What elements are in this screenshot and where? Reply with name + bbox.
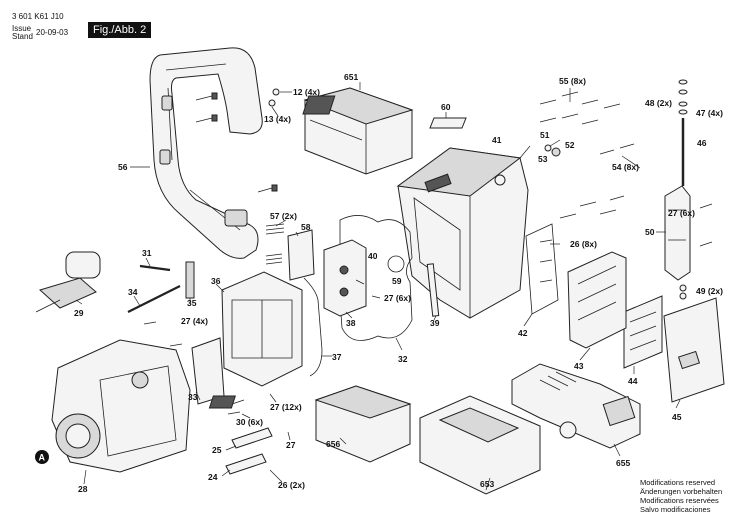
- document-number: 3 601 K61 J10: [12, 12, 64, 21]
- plate-part-44: [623, 295, 663, 369]
- panel-part-43: [567, 251, 627, 349]
- frame-part-36: [221, 271, 303, 387]
- screws-part-55: [539, 91, 621, 125]
- notice-french: Modifications reservées: [640, 496, 719, 505]
- callout-38: 38: [346, 318, 356, 328]
- callout-47: 47 (4x): [696, 108, 723, 118]
- issue-date: 20-09-03: [36, 28, 69, 37]
- callout-54: 54 (8x): [612, 162, 639, 172]
- callout-32: 32: [398, 354, 408, 364]
- callout-26-2x: 26 (2x): [278, 480, 305, 490]
- adapter-part-655: [511, 363, 641, 449]
- callout-655: 655: [616, 458, 630, 468]
- issue-label: Issue: [12, 24, 32, 33]
- callout-50: 50: [645, 227, 655, 237]
- callout-52: 52: [565, 140, 575, 150]
- callout-27-6x-b: 27 (6x): [668, 208, 695, 218]
- battery-part-656: [208, 385, 412, 463]
- battery-part-651: [302, 87, 414, 175]
- notice-english: Modifications reserved: [640, 478, 716, 487]
- rod-part-46: [678, 79, 688, 186]
- callout-37: 37: [332, 352, 342, 362]
- callout-58: 58: [301, 222, 311, 232]
- callout-27-6x-a: 27 (6x): [384, 293, 411, 303]
- callout-56: 56: [118, 162, 128, 172]
- callout-49: 49 (2x): [696, 286, 723, 296]
- callout-27-12x: 27 (12x): [270, 402, 302, 412]
- callout-27-4x: 27 (4x): [181, 316, 208, 326]
- callout-41: 41: [492, 135, 502, 145]
- callout-51: 51: [540, 130, 550, 140]
- housing-part-41: [396, 147, 529, 319]
- callout-44: 44: [628, 376, 638, 386]
- callout-656: 656: [326, 439, 340, 449]
- latch-part-25: [231, 427, 273, 449]
- callout-24: 24: [208, 472, 218, 482]
- part-callouts: 12 (4x) 13 (4x) 651 60 55 (8x) 48 (2x) 4…: [74, 72, 723, 494]
- main-housing-part-28: [51, 339, 191, 473]
- callout-42: 42: [518, 328, 528, 338]
- screws-12-13: [195, 88, 292, 193]
- seal-part-42: [525, 223, 559, 315]
- notice-german: Änderungen vorbehalten: [640, 487, 723, 496]
- callout-25: 25: [212, 445, 222, 455]
- switch-block-part-38: [323, 239, 367, 317]
- callout-55: 55 (8x): [559, 76, 586, 86]
- strip-part-39: [426, 263, 440, 317]
- callout-43: 43: [574, 361, 584, 371]
- reference-marker-label: A: [39, 453, 46, 463]
- modification-notice: Modifications reserved Änderungen vorbeh…: [640, 478, 748, 514]
- callout-60: 60: [441, 102, 451, 112]
- callout-29: 29: [74, 308, 84, 318]
- callout-48: 48 (2x): [645, 98, 672, 108]
- callout-27: 27: [286, 440, 296, 450]
- callout-46: 46: [697, 138, 707, 148]
- callout-13: 13 (4x): [264, 114, 291, 124]
- clip-part-58: [287, 229, 315, 281]
- latch-part-24: [225, 453, 267, 475]
- callout-36: 36: [211, 276, 221, 286]
- callout-33: 33: [188, 392, 198, 402]
- label-part-60: [429, 117, 467, 129]
- callout-651: 651: [344, 72, 358, 82]
- stand-label: Stand: [12, 32, 33, 41]
- bracket-part-50: [664, 185, 691, 281]
- callout-35: 35: [187, 298, 197, 308]
- callout-12: 12 (4x): [293, 87, 320, 97]
- callout-53: 53: [538, 154, 548, 164]
- callout-59: 59: [392, 276, 402, 286]
- callout-40: 40: [368, 251, 378, 261]
- callout-653: 653: [480, 479, 494, 489]
- module-part-29: [35, 251, 101, 313]
- handle-part-56: [149, 47, 263, 259]
- figure-label: Fig./Abb. 2: [88, 22, 152, 38]
- callout-30: 30 (6x): [236, 417, 263, 427]
- charger-part-653: [419, 395, 541, 495]
- notice-spanish: Salvo modificaciones: [640, 505, 711, 514]
- seal-part-37: [303, 277, 323, 377]
- callout-39: 39: [430, 318, 440, 328]
- callout-28: 28: [78, 484, 88, 494]
- callout-31: 31: [142, 248, 152, 258]
- reference-marker-a: [35, 450, 49, 464]
- callout-57: 57 (2x): [270, 211, 297, 221]
- cover-part-45: [663, 297, 725, 403]
- strip-part-35: [185, 261, 195, 299]
- screws-part-54: [559, 143, 635, 219]
- document-header: 3 601 K61 J10 Issue Stand 20-09-03 Fig./…: [8, 8, 168, 58]
- callout-34: 34: [128, 287, 138, 297]
- callout-26: 26 (8x): [570, 239, 597, 249]
- leader-lines: [75, 82, 681, 491]
- callout-45: 45: [672, 412, 682, 422]
